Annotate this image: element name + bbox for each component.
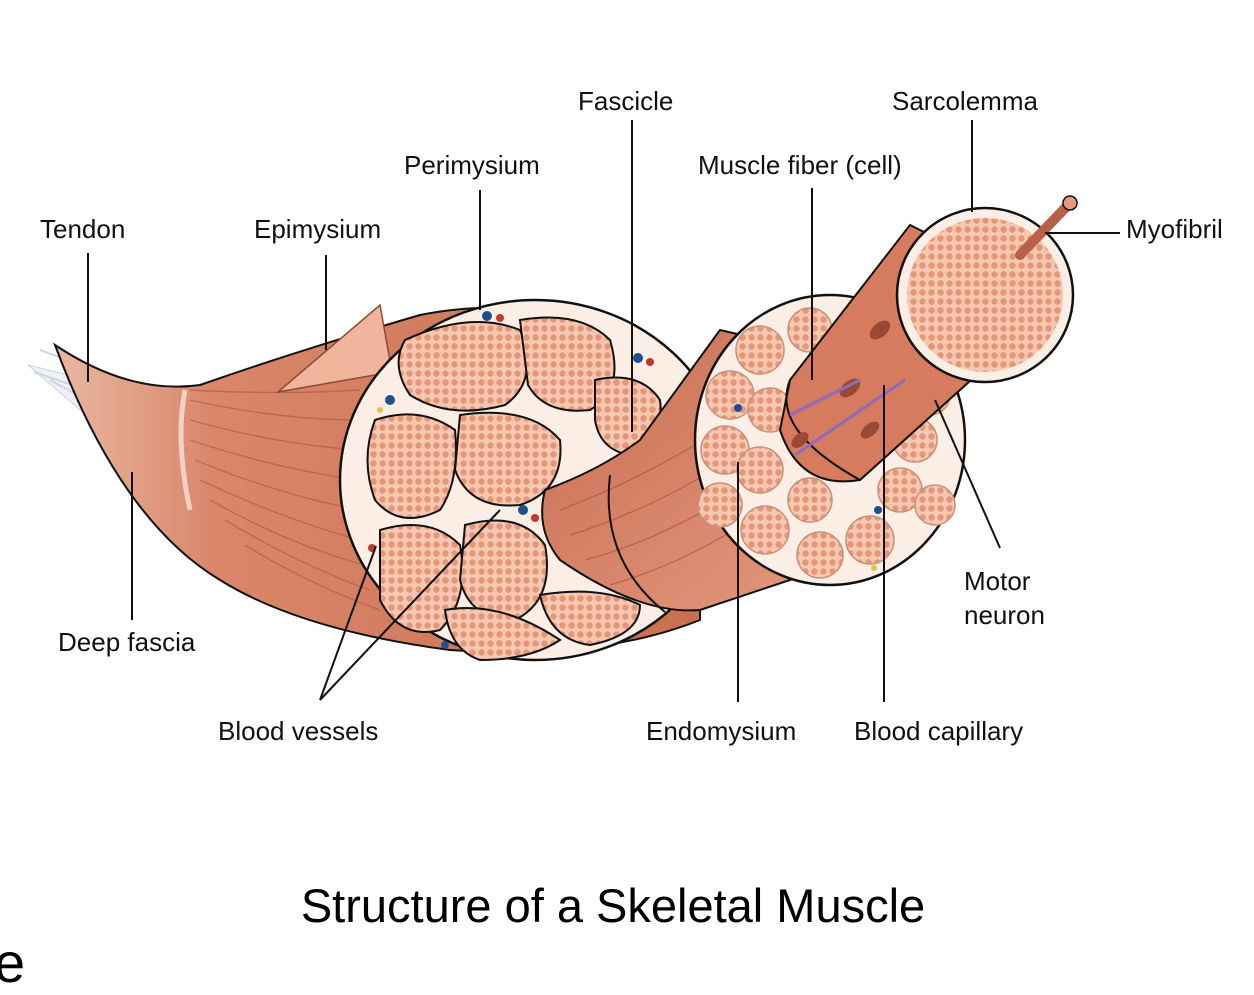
label-blood-vessels: Blood vessels — [218, 716, 379, 746]
myofibril-end — [1062, 195, 1078, 211]
capillary-dot — [874, 506, 882, 514]
label-fascicle: Fascicle — [578, 86, 674, 116]
blood-vessel-dots — [368, 311, 654, 649]
capillary-dot — [734, 404, 742, 412]
label-endomysium: Endomysium — [646, 716, 797, 746]
label-sarcolemma: Sarcolemma — [892, 86, 1038, 116]
label-myofibril: Myofibril — [1126, 214, 1223, 244]
diagram-caption: Structure of a Skeletal Muscle — [300, 879, 926, 932]
cropped-corner-glyph: e — [0, 931, 26, 994]
label-muscle-fiber: Muscle fiber (cell) — [698, 150, 902, 180]
label-perimysium: Perimysium — [404, 150, 540, 180]
label-motor-neuron-line2: neuron — [964, 600, 1045, 630]
leader-lines — [87, 120, 1120, 702]
nuclei — [791, 320, 891, 448]
label-motor-neuron-line1: Motor — [964, 566, 1031, 596]
myofibril-rod — [1015, 198, 1075, 260]
fascicle-ring — [607, 474, 666, 613]
label-deep-fascia: Deep fascia — [58, 627, 196, 657]
deep-fascia-band — [178, 389, 193, 511]
label-blood-capillary: Blood capillary — [854, 716, 1024, 746]
label-epimysium: Epimysium — [254, 214, 382, 244]
fascicle-cross-sections — [366, 316, 662, 662]
motor-neuron-lines — [789, 378, 906, 457]
fiber-ring — [785, 379, 861, 481]
nerve-dot — [871, 565, 877, 571]
label-tendon: Tendon — [40, 214, 126, 244]
epimysium-flap — [275, 303, 393, 394]
